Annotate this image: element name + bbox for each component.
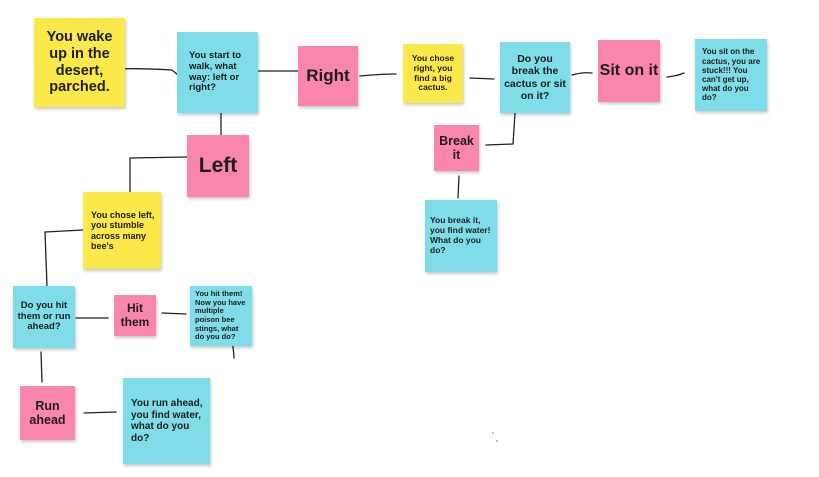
sticky-note-left[interactable]: Left [187,135,249,197]
connector-sit-sat [666,72,685,78]
sticky-note-chose-right[interactable]: You chose right, you find a big cactus. [403,44,463,103]
sticky-note-chose-left[interactable]: You chose left, you stumble across many … [83,192,161,269]
connector-break-found [457,175,460,199]
sticky-note-break-it[interactable]: Break it [434,125,479,171]
connector-right-chose-right [359,73,397,77]
sticky-note-run-outcome[interactable]: You run ahead, you find water, what do y… [123,378,210,464]
connector-chose-right-do-break [469,77,495,80]
sticky-note-hit-or-run[interactable]: Do you hit them or run ahead? [13,286,75,348]
sticky-note-start[interactable]: You start to walk, what way: left or rig… [177,32,258,113]
connector-do-break-break [485,112,516,146]
stray-dot [492,432,494,434]
sticky-note-break-outcome[interactable]: You break it, you find water! What do yo… [425,200,497,272]
connector-left-chose-left [129,156,188,193]
sticky-note-sit-on-it[interactable]: Sit on it [598,40,660,102]
sticky-note-wake[interactable]: You wake up in the desert, parched. [34,18,125,107]
stray-dot [496,440,498,442]
connector-do-break-sit [571,72,593,76]
connector-chose-left-hit-q [44,229,84,287]
sticky-note-break-or-sit[interactable]: Do you break the cactus or sit on it? [500,42,570,113]
sticky-note-run-ahead[interactable]: Run ahead [20,386,75,440]
sticky-note-hit-them[interactable]: Hit them [114,295,156,336]
sticky-note-right[interactable]: Right [298,46,358,106]
sticky-note-sat-outcome[interactable]: You sit on the cactus, you are stuck!!! … [695,39,767,111]
connector-run-run-res [83,411,117,414]
connector-hit-q-run [40,351,43,383]
sticky-note-hit-outcome[interactable]: You hit them! Now you have multiple pois… [190,286,252,346]
connector-hit-hit-res [161,312,187,315]
connector-wake-start [119,68,179,76]
